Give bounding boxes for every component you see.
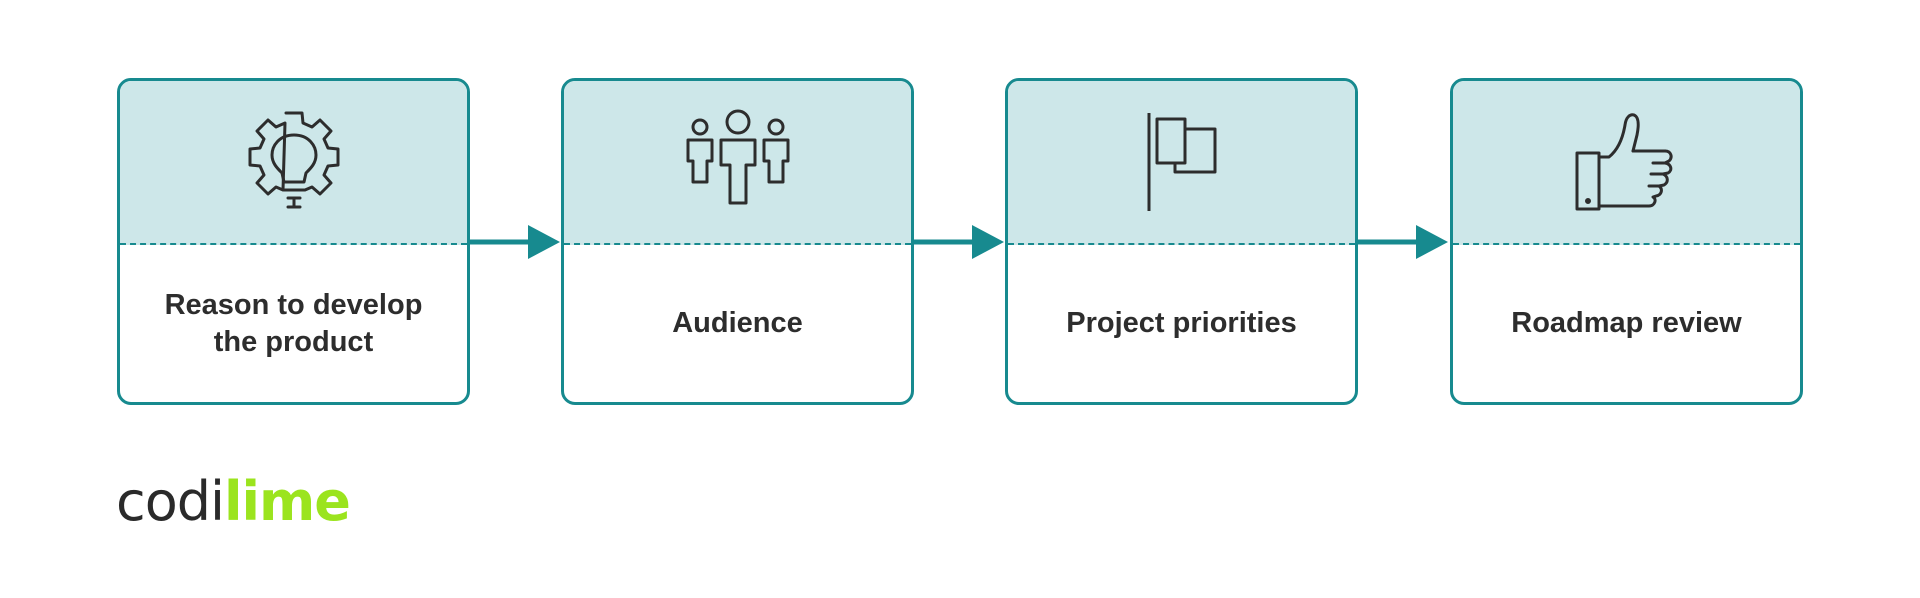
arrow-right-icon [914, 225, 1004, 259]
step-card-header [1008, 81, 1355, 245]
step-card-priorities: Project priorities [1005, 78, 1358, 405]
logo-text-lime: lime [224, 470, 351, 533]
step-card-audience: Audience [561, 78, 914, 405]
thumbs-up-icon [1575, 113, 1673, 211]
step-label: Roadmap review [1511, 307, 1742, 339]
step-card-body: Project priorities [1008, 245, 1355, 402]
step-card-body: Reason to develop the product [120, 245, 467, 402]
arrow-right-icon [470, 225, 560, 259]
arrow-right-icon [1358, 225, 1448, 259]
step-label: Project priorities [1066, 307, 1297, 339]
logo-text-codi: codi [116, 470, 225, 533]
step-card-header [1453, 81, 1800, 245]
step-card-body: Audience [564, 245, 911, 402]
step-card-roadmap: Roadmap review [1450, 78, 1803, 405]
step-card-body: Roadmap review [1453, 245, 1800, 402]
step-label: Reason to develop the product [164, 288, 423, 358]
flag-icon [1147, 113, 1216, 211]
step-card-header [564, 81, 911, 245]
gear-lightbulb-icon [248, 111, 339, 209]
people-group-icon [686, 109, 789, 205]
step-card-header [120, 81, 467, 245]
step-card-reason: Reason to develop the product [117, 78, 470, 405]
step-label: Audience [672, 307, 803, 339]
